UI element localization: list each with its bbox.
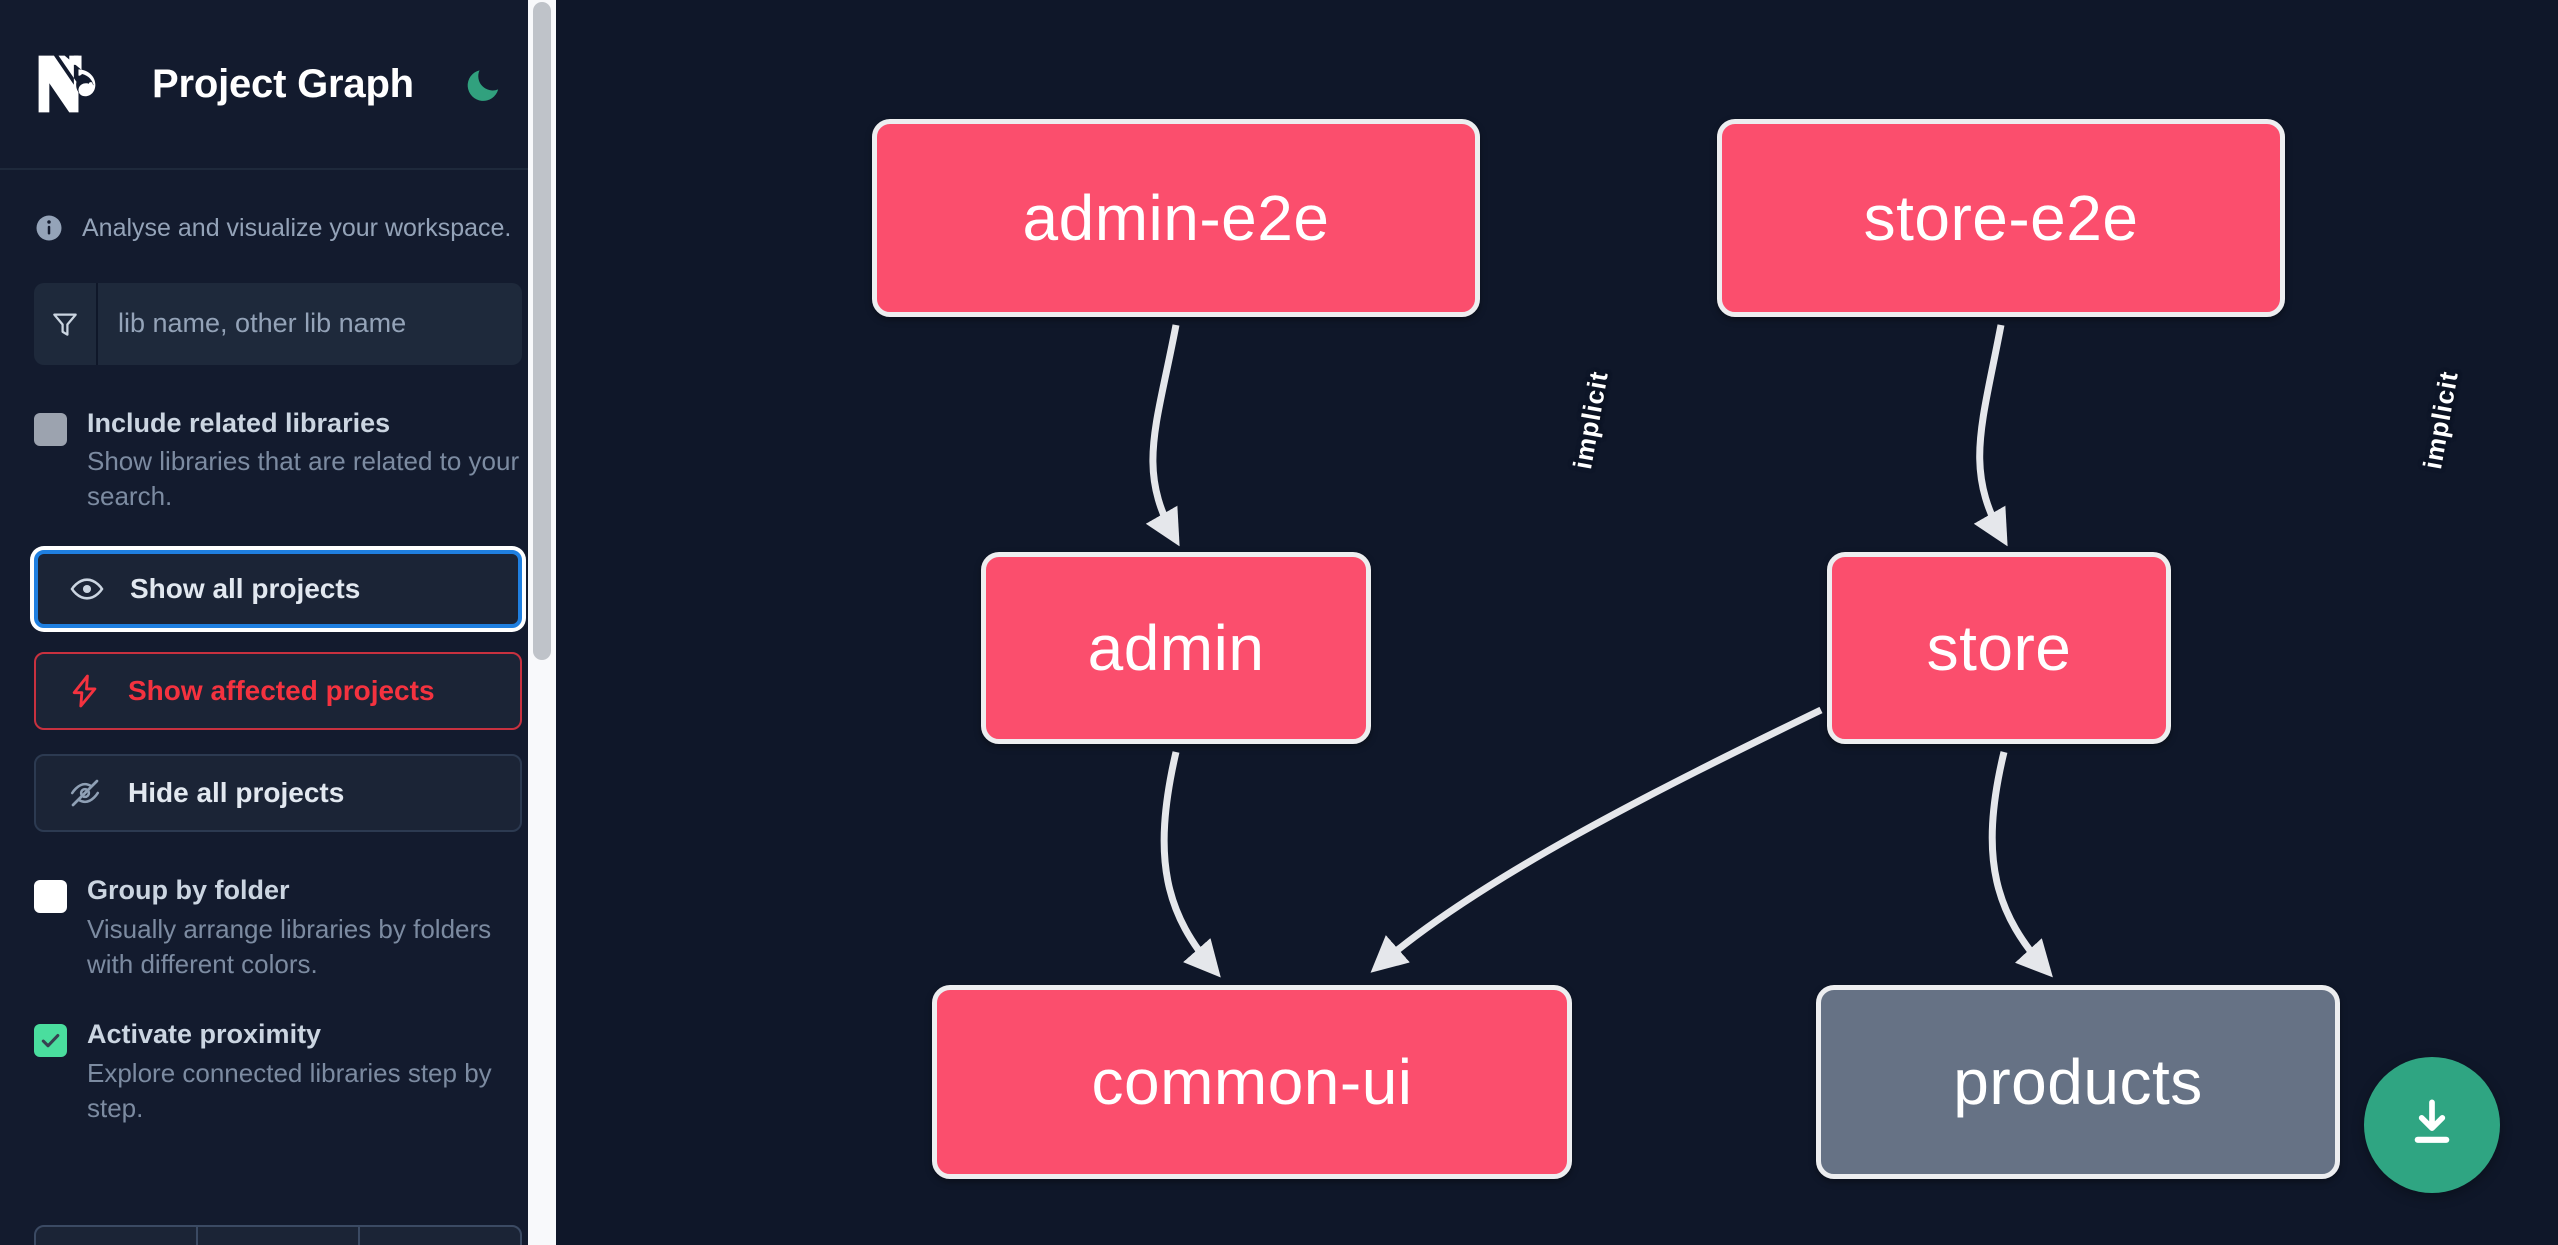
eye-off-icon — [66, 774, 104, 812]
graph-node-common-ui-label: common-ui — [1091, 1046, 1413, 1118]
sidebar-body: Include related libraries Show libraries… — [0, 282, 556, 1127]
checkbox-group-by-folder-label: Group by folder — [87, 875, 290, 906]
edge-admin-e2e-to-admin — [1145, 324, 1180, 547]
moon-icon[interactable] — [462, 62, 506, 106]
edge-admin-to-common-ui — [1160, 751, 1221, 978]
sidebar-scrollbar-thumb[interactable] — [533, 2, 551, 660]
graph-node-store-e2e[interactable]: store-e2e — [1717, 119, 2285, 317]
checkbox-include-related-libraries[interactable]: Include related libraries Show libraries… — [34, 407, 522, 515]
edge-store-to-common-ui — [1370, 706, 1823, 973]
edge-store-e2e-to-store — [1973, 324, 2008, 547]
graph-edges — [1145, 324, 2053, 978]
checkbox-group-by-folder[interactable]: Group by folder Visually arrange librari… — [34, 874, 522, 982]
checkbox-group-by-folder-box[interactable] — [34, 880, 67, 914]
edge-store-to-products — [1988, 751, 2053, 978]
checkbox-group-by-folder-description: Visually arrange libraries by folders wi… — [87, 914, 492, 980]
sidebar-scrollbar-track[interactable] — [528, 0, 556, 1245]
checkbox-activate-proximity[interactable]: Activate proximity Explore connected lib… — [34, 1018, 522, 1126]
checkbox-include-related-libraries-label: Include related libraries — [87, 407, 391, 438]
show-affected-projects-button[interactable]: Show affected projects — [34, 652, 522, 731]
filter-field[interactable] — [34, 282, 522, 365]
graph-canvas[interactable]: implicit implicit admin-e2e store-e2e ad… — [556, 0, 2558, 1245]
eye-icon — [68, 570, 106, 608]
checkbox-activate-proximity-label: Activate proximity — [87, 1019, 322, 1050]
nx-logo-icon — [34, 50, 126, 118]
graph-node-store-e2e-label: store-e2e — [1863, 182, 2139, 254]
checkbox-include-related-libraries-box[interactable] — [34, 412, 67, 446]
graph-node-store[interactable]: store — [1827, 552, 2171, 744]
hide-all-projects-label: Hide all projects — [128, 777, 345, 809]
sidebar-info-text: Analyse and visualize your workspace. — [82, 214, 512, 242]
lightning-bolt-icon — [66, 672, 104, 710]
funnel-icon — [34, 282, 98, 365]
sidebar-info: Analyse and visualize your workspace. — [0, 170, 556, 283]
show-all-projects-label: Show all projects — [130, 573, 361, 605]
sidebar-header: Project Graph — [0, 0, 556, 170]
check-icon — [41, 1034, 60, 1048]
checkbox-activate-proximity-box[interactable] — [34, 1024, 67, 1058]
graph-node-admin[interactable]: admin — [981, 552, 1371, 744]
show-affected-projects-label: Show affected projects — [128, 675, 435, 707]
sidebar: Project Graph Analyse and visualize your… — [0, 0, 556, 1245]
checkbox-activate-proximity-description: Explore connected libraries step by step… — [87, 1058, 492, 1124]
graph-node-admin-e2e[interactable]: admin-e2e — [872, 119, 1480, 317]
hide-all-projects-button[interactable]: Hide all projects — [34, 754, 522, 833]
download-icon — [2401, 1092, 2463, 1159]
search-input[interactable] — [98, 282, 522, 365]
graph-node-admin-label: admin — [1087, 612, 1265, 684]
graph-node-common-ui[interactable]: common-ui — [932, 985, 1572, 1179]
graph-node-products[interactable]: products — [1816, 985, 2340, 1179]
graph-node-store-label: store — [1926, 612, 2072, 684]
project-visibility-buttons: Show all projects Show affected projects — [34, 550, 522, 833]
segmented-option-2[interactable] — [198, 1227, 360, 1245]
show-all-projects-button[interactable]: Show all projects — [34, 550, 522, 629]
app-title: Project Graph — [152, 61, 414, 106]
download-graph-button[interactable] — [2364, 1057, 2500, 1193]
checkbox-include-related-libraries-description: Show libraries that are related to your … — [87, 446, 520, 512]
info-circle-icon — [34, 213, 64, 243]
graph-node-products-label: products — [1953, 1046, 2203, 1118]
segmented-option-1[interactable] — [36, 1227, 198, 1245]
segmented-option-3[interactable] — [360, 1227, 520, 1245]
graph-node-admin-e2e-label: admin-e2e — [1022, 182, 1330, 254]
segmented-control[interactable] — [34, 1225, 522, 1245]
